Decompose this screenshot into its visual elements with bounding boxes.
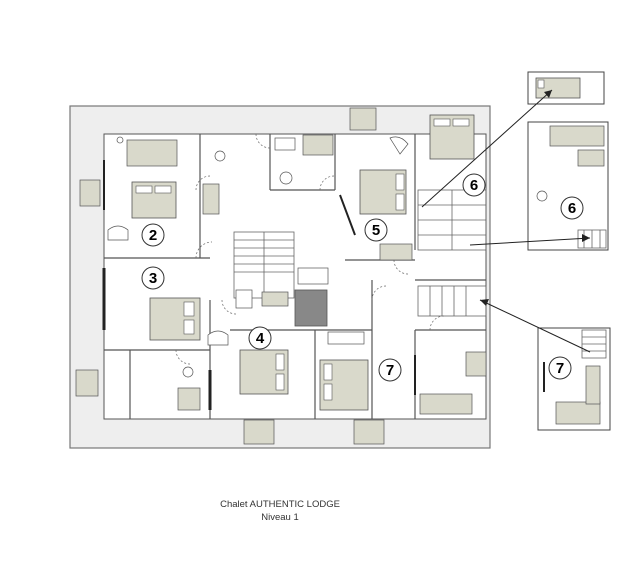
pillow [135,185,153,194]
sofa [585,365,601,405]
central-stairs [233,231,328,327]
room-6 [417,114,487,251]
toilet [214,150,226,162]
pillow [275,373,285,391]
room-7-marker [378,358,402,382]
inset-6-marker [560,196,584,220]
inset-6: 6 [527,121,609,251]
room-2-label: 2 [149,227,157,244]
pillow [323,363,333,381]
room-6-label: 6 [470,177,478,194]
bathroom-top [274,134,334,185]
armchair [207,330,229,346]
inset-6-label: 6 [568,200,576,217]
vanity [261,291,289,307]
room-4 [235,289,289,395]
room-5-marker [364,218,388,242]
inset-7-marker [548,356,572,380]
shower [577,149,605,167]
room-3-marker [141,266,165,290]
toilet [536,190,548,202]
vanity [327,331,365,345]
toilet [182,366,194,378]
sofa [555,401,601,425]
armchair [389,136,409,155]
pillow [395,193,405,211]
room-4-marker [248,326,272,350]
level-name: Niveau 1 [261,512,299,523]
armchair [107,225,129,241]
room-3 [149,297,229,411]
pillow [154,185,172,194]
room-4-label: 4 [256,330,265,347]
pillow [183,301,195,317]
pillow [183,319,195,335]
room-3-label: 3 [149,270,157,287]
doors [175,133,445,365]
room-2 [107,136,226,241]
sink [116,136,124,144]
room-2-marker [141,223,165,247]
windows [102,160,416,410]
shower [465,351,487,377]
pillow [452,118,470,127]
room-5-label: 5 [372,222,380,239]
shower [177,387,201,411]
inset-7: 7 [537,327,611,431]
stair-core [294,289,328,327]
room-numbers: 2 3 4 5 6 7 [141,173,486,382]
wardrobe [126,139,178,167]
pillow [395,173,405,191]
chalet-name: Chalet AUTHENTIC LODGE [220,499,340,510]
bathtub [549,125,605,147]
bathtub [419,393,473,415]
dining-table [297,267,329,285]
inset-7-label: 7 [556,360,564,377]
inner-floor [103,133,487,420]
inset-top [527,71,605,105]
caption: Chalet AUTHENTIC LODGE Niveau 1 [200,498,360,524]
room-6-marker [462,173,486,197]
pillow [323,383,333,401]
connector-arrows [421,89,591,353]
pillow [275,353,285,371]
room-7-label: 7 [386,362,394,379]
pillow [433,118,451,127]
toilet [235,289,253,309]
room-5 [297,136,413,285]
balcony-furniture [75,107,385,445]
room-7 [319,285,487,415]
desk [202,183,220,215]
cabinet [379,243,413,261]
